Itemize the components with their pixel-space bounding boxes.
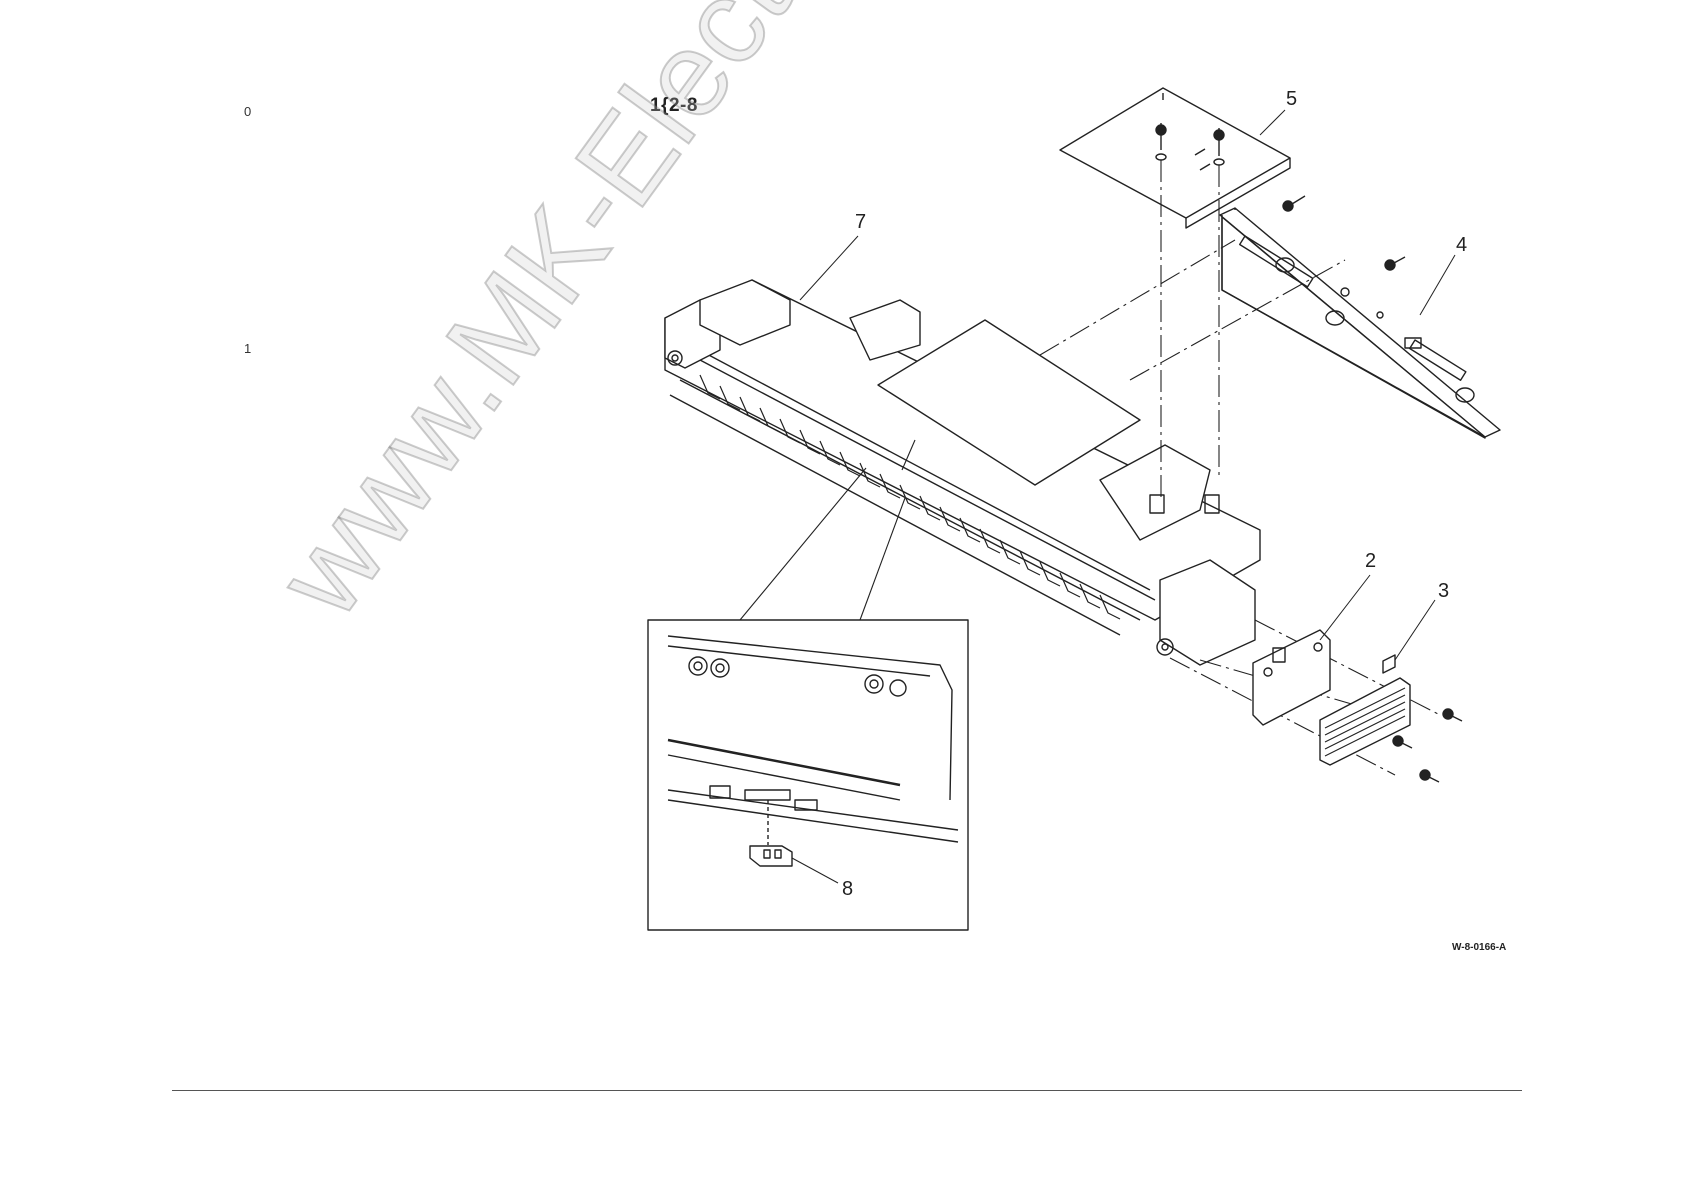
part-5-cover-plate [1060,88,1290,228]
part-4-pwb-board [1220,196,1500,438]
footer-rule [172,1090,1522,1091]
part-3-heatsink [1320,600,1462,782]
callout-8: 8 [842,878,853,901]
part-7-frame-assembly [665,236,1260,665]
callout-3: 3 [1438,580,1449,603]
callout-4: 4 [1456,234,1467,257]
callout-7: 7 [855,211,866,234]
figure-code: W-8-0166-A [1452,942,1506,953]
callout-2: 2 [1365,550,1376,573]
callout-5: 5 [1286,88,1297,111]
detail-inset [648,620,968,930]
